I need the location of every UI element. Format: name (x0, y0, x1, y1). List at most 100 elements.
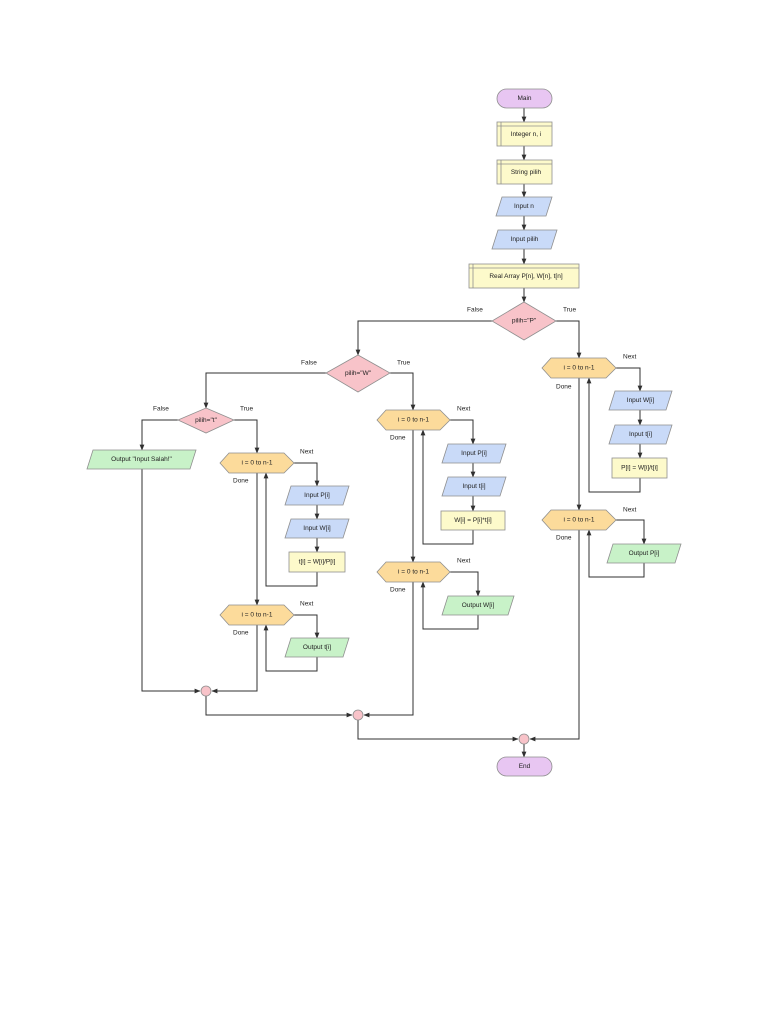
label-t-loop1-next: Next (300, 449, 314, 456)
w-loop2-label: i = 0 to n-1 (398, 569, 429, 576)
edge-cond-t-true (234, 419, 260, 454)
t-loop2-label: i = 0 to n-1 (242, 612, 273, 619)
decision-w-shape (325, 354, 391, 393)
w-input-t-node: Input t[i] (441, 476, 507, 497)
start-node-shape (496, 88, 553, 109)
label-t-loop2-done: Done (233, 630, 249, 637)
end-node-shape (496, 756, 553, 777)
w-calc-label: W[i] = P[i]*t[i] (454, 517, 492, 524)
edge-t-calc-back (263, 472, 318, 587)
edge-t-loop1-next (294, 462, 320, 487)
nodes: Main Integer n, i String pilih Input n I… (86, 88, 682, 777)
t-input-p-shape (284, 485, 350, 506)
label-cond-p-false: False (467, 307, 483, 314)
w-loop2-shape (376, 561, 451, 583)
t-input-w-node: Input W[i] (284, 518, 350, 539)
p-loop1-shape (541, 357, 617, 379)
w-loop1-node: i = 0 to n-1 (376, 409, 451, 431)
p-input-w-shape (608, 390, 673, 411)
edge-w-loop2-next (450, 571, 481, 597)
p-input-t-node: Input t[i] (608, 424, 673, 445)
edge-cond-t-false (139, 419, 178, 451)
start-node: Main (496, 88, 553, 109)
junction-3 (518, 733, 530, 745)
p-calc-shape (611, 457, 668, 479)
input-pilih-node: Input pilih (491, 229, 558, 250)
w-output-label: Output W[i] (462, 602, 495, 609)
declare-string-node: String pilih (496, 159, 553, 185)
output-error-shape (86, 449, 197, 470)
edge-cond-p-false (355, 320, 492, 356)
t-loop1-shape (219, 452, 295, 474)
edge-cond-w-true (390, 372, 416, 411)
w-output-node: Output W[i] (441, 595, 515, 616)
edge-t-out-back (263, 624, 318, 672)
t-input-w-shape (284, 518, 350, 539)
input-n-shape (495, 196, 553, 217)
declare-integer-node: Integer n, i (496, 121, 553, 147)
decision-w-label: pilih="W" (345, 370, 372, 377)
p-loop1-label: i = 0 to n-1 (564, 365, 595, 372)
edge-t-loop2-done (211, 625, 258, 694)
decision-p-label: pilih="P" (512, 318, 537, 325)
w-output-shape (441, 595, 515, 616)
t-output-label: Output t[i] (303, 644, 331, 651)
edge-p-loop2-next (616, 519, 647, 545)
p-input-t-label: Input t[i] (629, 431, 652, 438)
input-pilih-label: Input pilih (511, 236, 539, 243)
t-loop1-node: i = 0 to n-1 (219, 452, 295, 474)
declare-real-node: Real Array P[n], W[n], t[n] (468, 263, 580, 289)
edge-p-out-back (586, 529, 645, 578)
w-input-p-node: Input P[i] (441, 443, 507, 464)
decision-p-node: pilih="P" (491, 301, 557, 341)
p-input-w-label: Input W[i] (627, 397, 655, 404)
p-output-node: Output P[i] (606, 543, 682, 564)
declare-string-label: String pilih (511, 169, 542, 176)
t-input-p-node: Input P[i] (284, 485, 350, 506)
p-loop2-shape (541, 509, 617, 531)
w-input-p-label: Input P[i] (461, 450, 487, 457)
w-input-t-shape (441, 476, 507, 497)
junction-1 (200, 685, 212, 697)
edge-p-loop2-done (529, 530, 580, 742)
p-input-w-node: Input W[i] (608, 390, 673, 411)
w-loop1-shape (376, 409, 451, 431)
edge-cond-w-false (203, 372, 326, 409)
p-calc-label: P[i] = W[i]/t[i] (621, 465, 658, 472)
w-input-p-shape (441, 443, 507, 464)
edge-labels: False True False True False True Next Do… (153, 307, 637, 637)
edge-junction2-to-junction3 (357, 720, 519, 742)
end-node-label: End (519, 763, 531, 770)
edge-w-out-back (420, 581, 479, 630)
edge-w-calc-back (420, 429, 474, 545)
p-output-shape (606, 543, 682, 564)
output-error-label: Output "Input Salah!" (111, 456, 172, 463)
label-cond-t-false: False (153, 406, 169, 413)
label-cond-w-true: True (397, 360, 411, 367)
p-input-t-shape (608, 424, 673, 445)
decision-t-shape (177, 407, 235, 434)
t-loop2-shape (219, 604, 295, 626)
label-w-loop1-next: Next (457, 406, 471, 413)
declare-integer-label: Integer n, i (511, 131, 542, 138)
edge-p-calc-back (586, 377, 641, 493)
t-calc-shape (288, 551, 346, 573)
decision-t-label: pilih="t" (195, 417, 217, 424)
t-loop2-node: i = 0 to n-1 (219, 604, 295, 626)
label-p-loop1-next: Next (623, 354, 637, 361)
declare-real-label: Real Array P[n], W[n], t[n] (489, 273, 563, 280)
t-input-p-label: Input P[i] (304, 492, 330, 499)
label-p-loop2-done: Done (556, 535, 572, 542)
edge-w-loop2-done (363, 582, 414, 718)
label-w-loop2-next: Next (457, 558, 471, 565)
label-p-loop1-done: Done (556, 384, 572, 391)
t-calc-node: t[i] = W[i]/P[i] (288, 551, 346, 573)
w-input-t-label: Input t[i] (462, 483, 485, 490)
p-loop2-label: i = 0 to n-1 (564, 517, 595, 524)
w-loop2-node: i = 0 to n-1 (376, 561, 451, 583)
decision-t-node: pilih="t" (177, 407, 235, 434)
label-t-loop2-next: Next (300, 601, 314, 608)
input-n-node: Input n (495, 196, 553, 217)
p-calc-node: P[i] = W[i]/t[i] (611, 457, 668, 479)
